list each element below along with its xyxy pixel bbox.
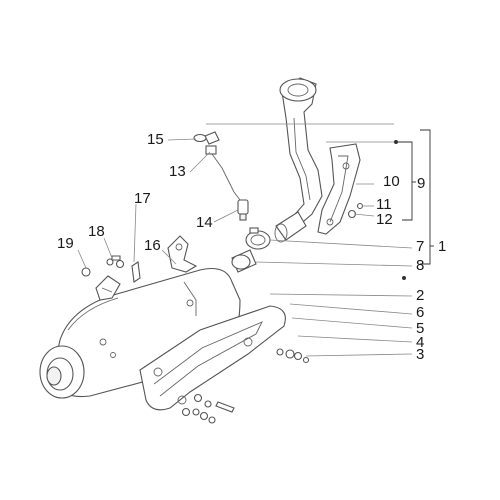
lambda-sensor <box>204 131 249 221</box>
callout-11: 11 <box>376 196 392 213</box>
shield-bolt <box>347 202 364 219</box>
callout-2: 2 <box>416 287 425 304</box>
callout-6: 6 <box>416 304 425 321</box>
silencer-guard <box>139 305 286 411</box>
callout-3: 3 <box>416 346 425 363</box>
callout-1: 1 <box>438 238 447 255</box>
bracket-bolts <box>81 255 141 283</box>
muffler <box>39 267 241 399</box>
callout-9: 9 <box>417 175 426 192</box>
callout-19: 19 <box>57 235 74 252</box>
callout-14: 14 <box>196 214 213 231</box>
heat-shield <box>317 143 361 235</box>
group-brackets <box>394 129 434 280</box>
pipe-clamp <box>245 227 271 250</box>
callout-7: 7 <box>416 238 425 255</box>
callout-10: 10 <box>383 173 400 190</box>
header-pipe <box>274 77 323 243</box>
leader-lines <box>77 123 413 357</box>
gasket <box>193 133 207 143</box>
callout-17: 17 <box>134 190 151 207</box>
sleeve-gasket <box>231 249 257 273</box>
callout-12: 12 <box>376 211 393 228</box>
callout-13: 13 <box>169 163 186 180</box>
callout-4: 4 <box>416 334 425 351</box>
callout-18: 18 <box>88 223 105 240</box>
callout-8: 8 <box>416 257 425 274</box>
callout-16: 16 <box>144 237 161 254</box>
guard-fasteners-lower <box>181 393 235 424</box>
callout-5: 5 <box>416 320 425 337</box>
callout-15: 15 <box>147 131 164 148</box>
guard-fasteners-right <box>276 348 310 364</box>
